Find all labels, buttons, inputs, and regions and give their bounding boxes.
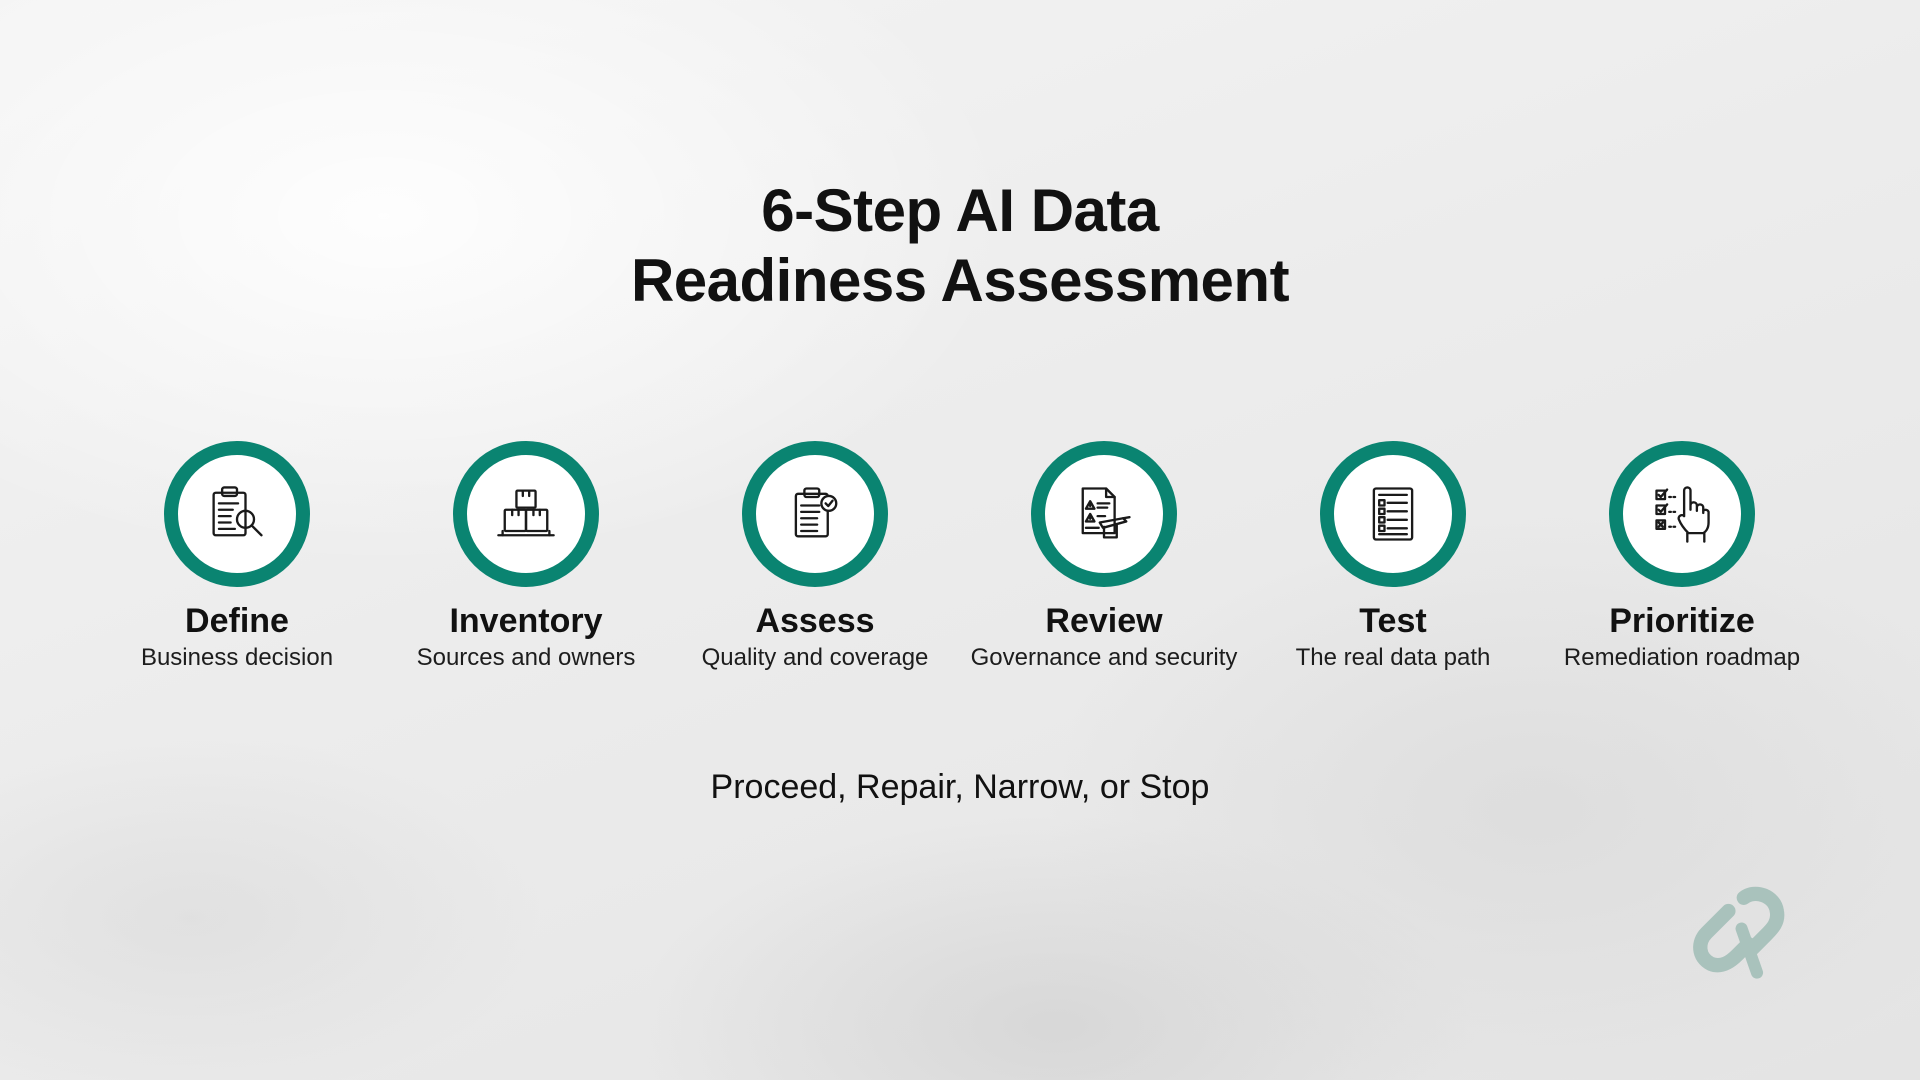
steps-row: Define Business decision Inventory Sourc… xyxy=(0,441,1920,681)
step-define-subtitle: Business decision xyxy=(140,644,334,671)
step-prioritize-title: Prioritize xyxy=(1609,602,1755,640)
step-test-subtitle: The real data path xyxy=(1295,644,1491,671)
step-inventory-subtitle: Sources and owners xyxy=(416,644,636,671)
title-line-1: 6-Step AI Data xyxy=(761,177,1159,244)
checklist-document-icon xyxy=(1372,487,1414,541)
step-prioritize-ring xyxy=(1609,441,1755,587)
step-inventory-title: Inventory xyxy=(449,602,603,640)
outcomes-text: Proceed, Repair, Narrow, or Stop xyxy=(710,768,1210,806)
clipboard-magnifier-icon xyxy=(212,486,263,537)
page-title: 6-Step AI Data Readiness Assessment xyxy=(0,176,1920,316)
step-review-ring xyxy=(1031,441,1177,587)
step-assess-subtitle: Quality and coverage xyxy=(701,644,929,671)
step-define-title: Define xyxy=(185,602,289,640)
step-prioritize: Prioritize Remediation roadmap xyxy=(1532,441,1832,673)
step-define-ring xyxy=(164,441,310,587)
document-warning-pen-icon xyxy=(1081,487,1131,539)
step-assess-title: Assess xyxy=(755,602,875,640)
checklist-hand-icon xyxy=(1655,486,1710,543)
title-line-2: Readiness Assessment xyxy=(630,247,1290,314)
step-test: Test The real data path xyxy=(1243,441,1543,673)
step-test-ring xyxy=(1320,441,1466,587)
brand-link-logo xyxy=(1693,886,1785,979)
step-review-subtitle: Governance and security xyxy=(970,644,1238,671)
step-test-title: Test xyxy=(1359,602,1427,640)
step-inventory-ring xyxy=(453,441,599,587)
step-define: Define Business decision xyxy=(87,441,387,673)
step-assess: Assess Quality and coverage xyxy=(665,441,965,673)
step-review: Review Governance and security xyxy=(954,441,1254,673)
step-prioritize-subtitle: Remediation roadmap xyxy=(1563,644,1801,671)
step-review-title: Review xyxy=(1045,602,1163,640)
step-inventory: Inventory Sources and owners xyxy=(376,441,676,673)
stacked-boxes-icon xyxy=(497,489,555,537)
clipboard-check-icon xyxy=(794,487,838,538)
step-assess-ring xyxy=(742,441,888,587)
